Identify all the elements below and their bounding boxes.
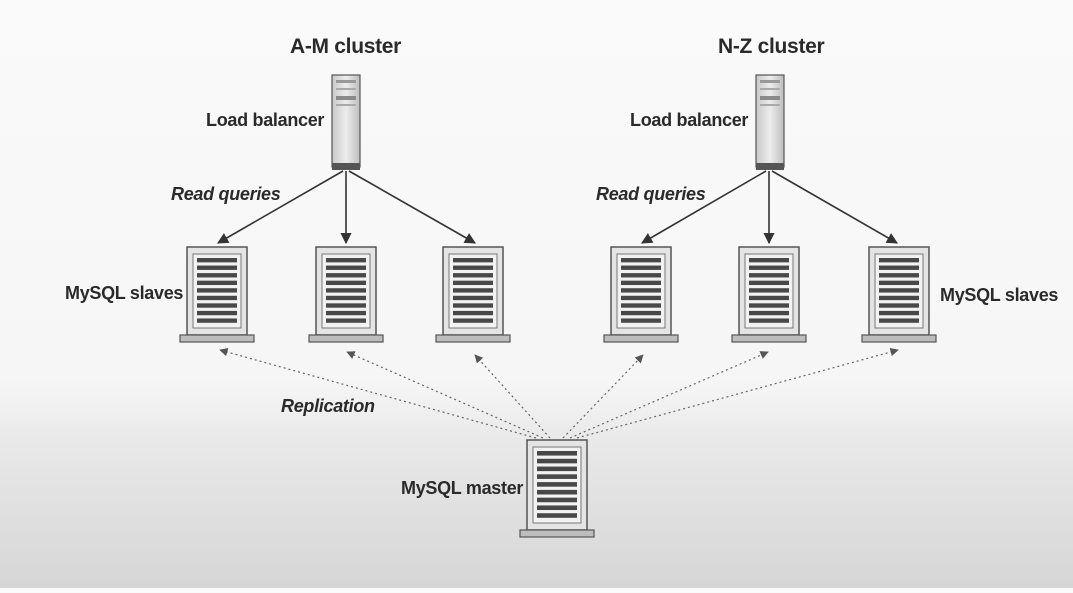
mysql-slave-server-icon-2 [308, 246, 384, 343]
read-arrow-am-3 [348, 170, 476, 244]
load-balancer-am-icon [331, 74, 361, 170]
mysql-master-server-icon [519, 439, 595, 538]
replication-label: Replication [281, 396, 375, 416]
mysql-slave-server-icon-6 [861, 246, 937, 343]
replication-arrows [219, 347, 899, 439]
read-queries-label-am: Read queries [171, 184, 281, 204]
cluster-title-am: A-M cluster [290, 35, 402, 58]
read-arrow-nz-3 [771, 170, 898, 244]
mysql-slave-server-icon-3 [435, 246, 511, 343]
replication-arrow-5 [569, 351, 769, 439]
replication-arrow-6 [576, 347, 899, 439]
mysql-slaves-label-right: MySQL slaves [940, 285, 1059, 305]
read-query-arrows-am [217, 170, 476, 245]
read-arrow-nz-1 [641, 170, 767, 244]
replication-arrow-3 [474, 354, 551, 439]
mysql-slave-server-icon-1 [179, 246, 255, 343]
replication-arrow-1 [219, 347, 537, 439]
read-queries-label-nz: Read queries [596, 184, 706, 204]
load-balancer-label-nz: Load balancer [630, 110, 749, 130]
mysql-slave-server-icon-4 [603, 246, 679, 343]
mysql-slave-server-icon-5 [731, 246, 807, 343]
read-query-arrows-nz [641, 170, 898, 245]
mysql-slaves-label-left: MySQL slaves [65, 283, 184, 303]
mysql-master-label: MySQL master [401, 478, 524, 498]
replication-arrow-2 [346, 351, 544, 439]
slave-servers [179, 246, 937, 343]
replication-arrow-4 [562, 354, 644, 439]
read-arrow-am-1 [217, 170, 344, 244]
load-balancer-nz-icon [755, 74, 785, 170]
cluster-title-nz: N-Z cluster [718, 35, 825, 58]
load-balancer-label-am: Load balancer [206, 110, 325, 130]
master-server [519, 439, 595, 538]
